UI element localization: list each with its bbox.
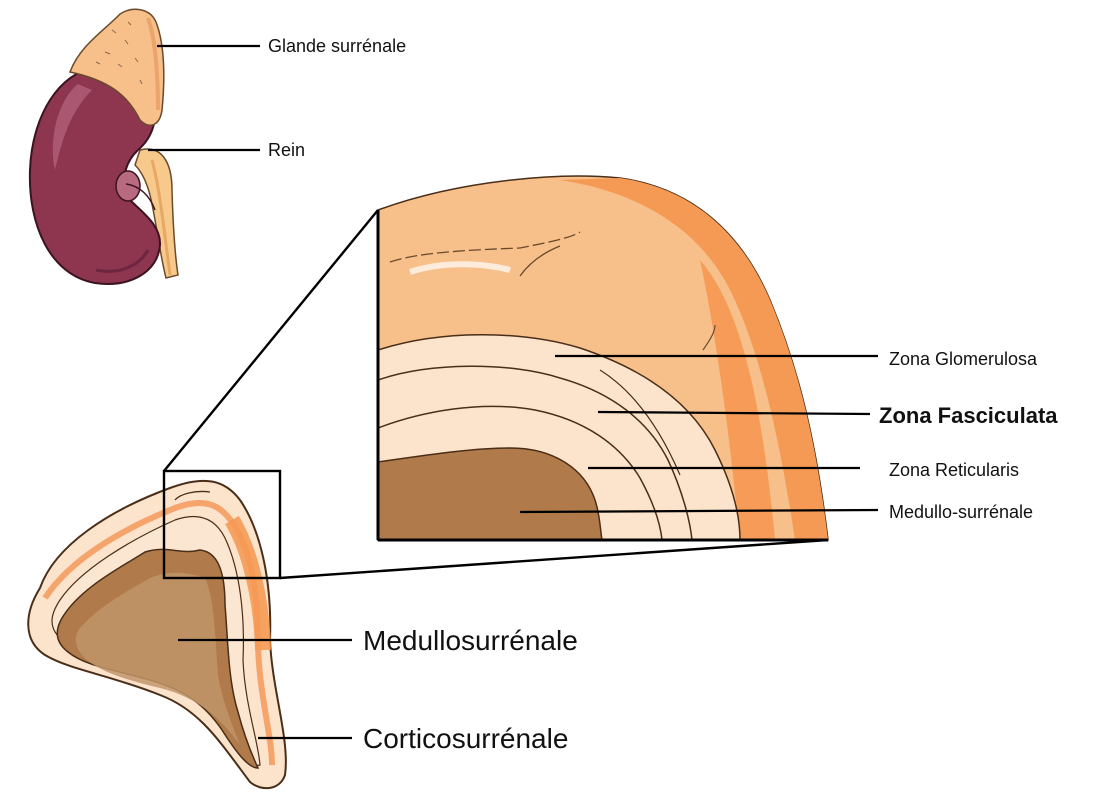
- cortex-label: Corticosurrénale: [363, 723, 568, 754]
- zoom-projection-bottom: [280, 540, 828, 578]
- adrenal-cross-section: [28, 481, 286, 788]
- magnified-cortex-detail: [378, 176, 828, 540]
- zona-glomerulosa-label: Zona Glomerulosa: [889, 349, 1038, 369]
- medulla-label: Medullosurrénale: [363, 625, 578, 656]
- kidney-illustration: [30, 9, 178, 284]
- zona-fasciculata-label: Zona Fasciculata: [879, 403, 1058, 428]
- zona-reticularis-label: Zona Reticularis: [889, 460, 1019, 480]
- kidney-label: Rein: [268, 140, 305, 160]
- zoom-projection-top: [164, 210, 378, 471]
- adrenal-gland-label: Glande surrénale: [268, 36, 406, 56]
- medulla-detail-label: Medullo-surrénale: [889, 502, 1033, 522]
